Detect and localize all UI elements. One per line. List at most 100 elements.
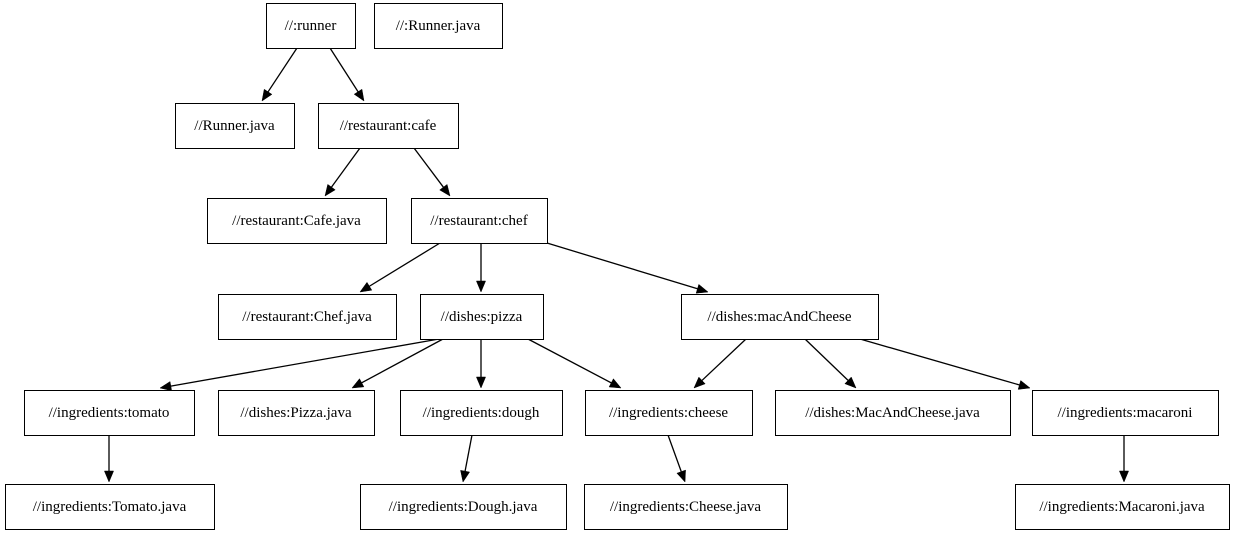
graph-edge [1119,435,1129,483]
node-box[interactable] [420,294,544,340]
edge-arrowhead-icon [353,88,365,102]
node-label: //Runner.java [194,118,275,134]
graph-edge [359,242,441,293]
node-label: //dishes:Pizza.java [240,405,352,421]
node-box[interactable] [1032,390,1219,436]
node-label: //:runner [285,18,337,34]
graph-edge [476,243,486,293]
graph-node-ingredients_dough_java[interactable]: //ingredients:Dough.java [360,484,567,530]
edge-line [330,147,361,188]
edge-line [804,338,849,381]
node-box[interactable] [584,484,788,530]
node-box[interactable] [585,390,753,436]
node-label: //ingredients:Macaroni.java [1039,499,1205,515]
node-box[interactable] [400,390,563,436]
node-box[interactable] [175,103,295,149]
graph-edge [351,338,444,389]
node-box[interactable] [374,3,503,49]
edge-arrowhead-icon [676,469,686,483]
graph-node-dishes_macandcheese[interactable]: //dishes:macAndCheese [681,294,879,340]
node-box[interactable] [411,198,548,244]
edge-arrowhead-icon [351,378,365,389]
graph-edge [804,338,857,389]
node-box[interactable] [318,103,459,149]
edges-layer [104,47,1129,483]
node-box[interactable] [681,294,879,340]
graph-edge [527,338,622,389]
node-label: //dishes:macAndCheese [707,309,851,325]
edge-arrowhead-icon [1119,470,1129,483]
node-label: //restaurant:chef [430,213,527,229]
graph-node-ingredients_tomato[interactable]: //ingredients:tomato [24,390,195,436]
node-box[interactable] [775,390,1011,436]
edge-line [667,434,682,472]
graph-node-restaurant_chef[interactable]: //restaurant:chef [411,198,548,244]
graph-node-dishes_macandcheese_java[interactable]: //dishes:MacAndCheese.java [775,390,1011,436]
graph-edge [693,338,747,389]
edge-arrowhead-icon [844,376,857,389]
graph-node-ingredients_tomato_java[interactable]: //ingredients:Tomato.java [5,484,215,530]
node-label: //ingredients:tomato [49,405,170,421]
edge-line [464,434,473,472]
graph-edge [460,434,473,483]
graph-edge [476,339,486,389]
edge-arrowhead-icon [439,184,451,197]
graph-node-ingredients_cheese_java[interactable]: //ingredients:Cheese.java [584,484,788,530]
node-box[interactable] [5,484,215,530]
edge-arrowhead-icon [695,283,709,294]
edge-line [527,338,612,384]
edge-arrowhead-icon [476,376,486,389]
edge-line [267,47,298,93]
node-box[interactable] [218,294,397,340]
edge-line [329,47,359,93]
graph-node-dishes_pizza[interactable]: //dishes:pizza [420,294,544,340]
node-label: //ingredients:dough [423,405,540,421]
graph-edge [859,338,1031,390]
graph-edge [329,47,365,102]
node-box[interactable] [207,198,387,244]
graph-node-restaurant_chef_java[interactable]: //restaurant:Chef.java [218,294,397,340]
edge-line [701,338,747,381]
node-label: //restaurant:Chef.java [242,309,372,325]
node-label: //dishes:MacAndCheese.java [805,405,980,421]
edge-line [546,242,698,290]
graph-node-runner_java[interactable]: //Runner.java [175,103,295,149]
graph-node-ingredients_macaroni_java[interactable]: //ingredients:Macaroni.java [1015,484,1230,530]
node-label: //ingredients:Cheese.java [610,499,762,515]
edge-arrowhead-icon [359,281,373,293]
graph-node-restaurant_cafe[interactable]: //restaurant:cafe [318,103,459,149]
node-label: //:Runner.java [396,18,481,34]
node-box[interactable] [266,3,356,49]
graph-node-root_runner_java[interactable]: //:Runner.java [374,3,503,49]
graph-edge [546,242,709,294]
edge-arrowhead-icon [693,376,706,389]
graph-node-ingredients_cheese[interactable]: //ingredients:cheese [585,390,753,436]
graph-edge [413,147,451,197]
edge-arrowhead-icon [608,378,622,389]
graph-edge [324,147,361,197]
node-box[interactable] [218,390,375,436]
graph-node-ingredients_dough[interactable]: //ingredients:dough [400,390,563,436]
graph-edge [261,47,298,102]
graph-node-ingredients_macaroni[interactable]: //ingredients:macaroni [1032,390,1219,436]
edge-line [361,338,444,384]
graph-edge [667,434,686,483]
graph-node-runner[interactable]: //:runner [266,3,356,49]
node-box[interactable] [1015,484,1230,530]
graph-node-dishes_pizza_java[interactable]: //dishes:Pizza.java [218,390,375,436]
edge-arrowhead-icon [1017,380,1031,390]
edge-arrowhead-icon [104,470,114,483]
graph-node-restaurant_cafe_java[interactable]: //restaurant:Cafe.java [207,198,387,244]
edge-arrowhead-icon [261,88,273,102]
node-box[interactable] [24,390,195,436]
node-box[interactable] [360,484,567,530]
graph-edge [104,435,114,483]
edge-line [413,147,444,188]
edge-arrowhead-icon [159,381,172,391]
node-label: //restaurant:cafe [340,118,437,134]
node-label: //ingredients:cheese [609,405,728,421]
node-label: //ingredients:Dough.java [389,499,538,515]
edge-arrowhead-icon [324,183,336,197]
